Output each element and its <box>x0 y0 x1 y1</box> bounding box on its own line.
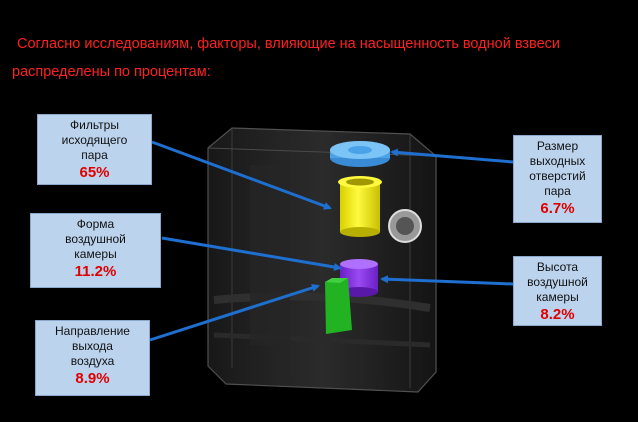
heading-line-2: распределены по процентам: <box>12 64 211 80</box>
factor-box-filters: Фильтры исходящего пара 65% <box>37 114 152 185</box>
factor-label-line: выходных <box>529 154 586 168</box>
air-outlet-nozzle-part <box>325 278 352 334</box>
factor-box-chamber-shape: Форма воздушной камеры 11.2% <box>30 213 161 288</box>
factor-label-line: воздушной <box>527 275 588 289</box>
factor-box-outlet-size: Размер выходных отверстий пара 6.7% <box>513 135 602 223</box>
arrow-chamber-shape <box>161 236 342 271</box>
arrow-outlet-size <box>390 148 514 164</box>
factor-percent: 65% <box>79 164 110 181</box>
steam-outlet-part <box>330 141 390 167</box>
factor-box-outlet-direction: Направление выхода воздуха 8.9% <box>35 320 150 396</box>
factor-label-line: камеры <box>74 247 117 261</box>
factor-label-line: Форма <box>76 217 115 231</box>
factor-percent: 11.2% <box>74 263 117 280</box>
arrow-filter <box>151 140 332 210</box>
factor-label-line: пара <box>544 184 571 198</box>
factor-label-line: воздуха <box>70 354 115 368</box>
arrow-outlet-direction <box>149 284 320 342</box>
pointer-arrows <box>149 140 514 342</box>
arrow-chamber-height <box>380 275 514 286</box>
factor-label-line: Высота <box>536 260 579 274</box>
factor-percent: 8.9% <box>75 370 110 387</box>
factor-label-line: Размер <box>536 139 579 153</box>
factor-percent: 6.7% <box>540 200 575 217</box>
factor-label-line: Направление <box>55 324 130 338</box>
heading-line-1: Согласно исследованиям, факторы, влияющи… <box>17 36 560 52</box>
factor-box-chamber-height: Высота воздушной камеры 8.2% <box>513 256 602 326</box>
factor-label-line: пара <box>81 148 108 162</box>
side-window <box>388 209 422 243</box>
factor-percent: 8.2% <box>540 306 575 323</box>
factor-label-line: исходящего <box>61 133 128 147</box>
factor-label-line: воздушной <box>65 232 126 246</box>
factor-label-line: отверстий <box>529 169 586 183</box>
factor-label-line: камеры <box>536 290 579 304</box>
factor-label-line: выхода <box>72 339 113 353</box>
factor-label-line: Фильтры <box>70 118 119 132</box>
filter-part <box>338 176 382 237</box>
humidifier-body <box>207 127 437 393</box>
